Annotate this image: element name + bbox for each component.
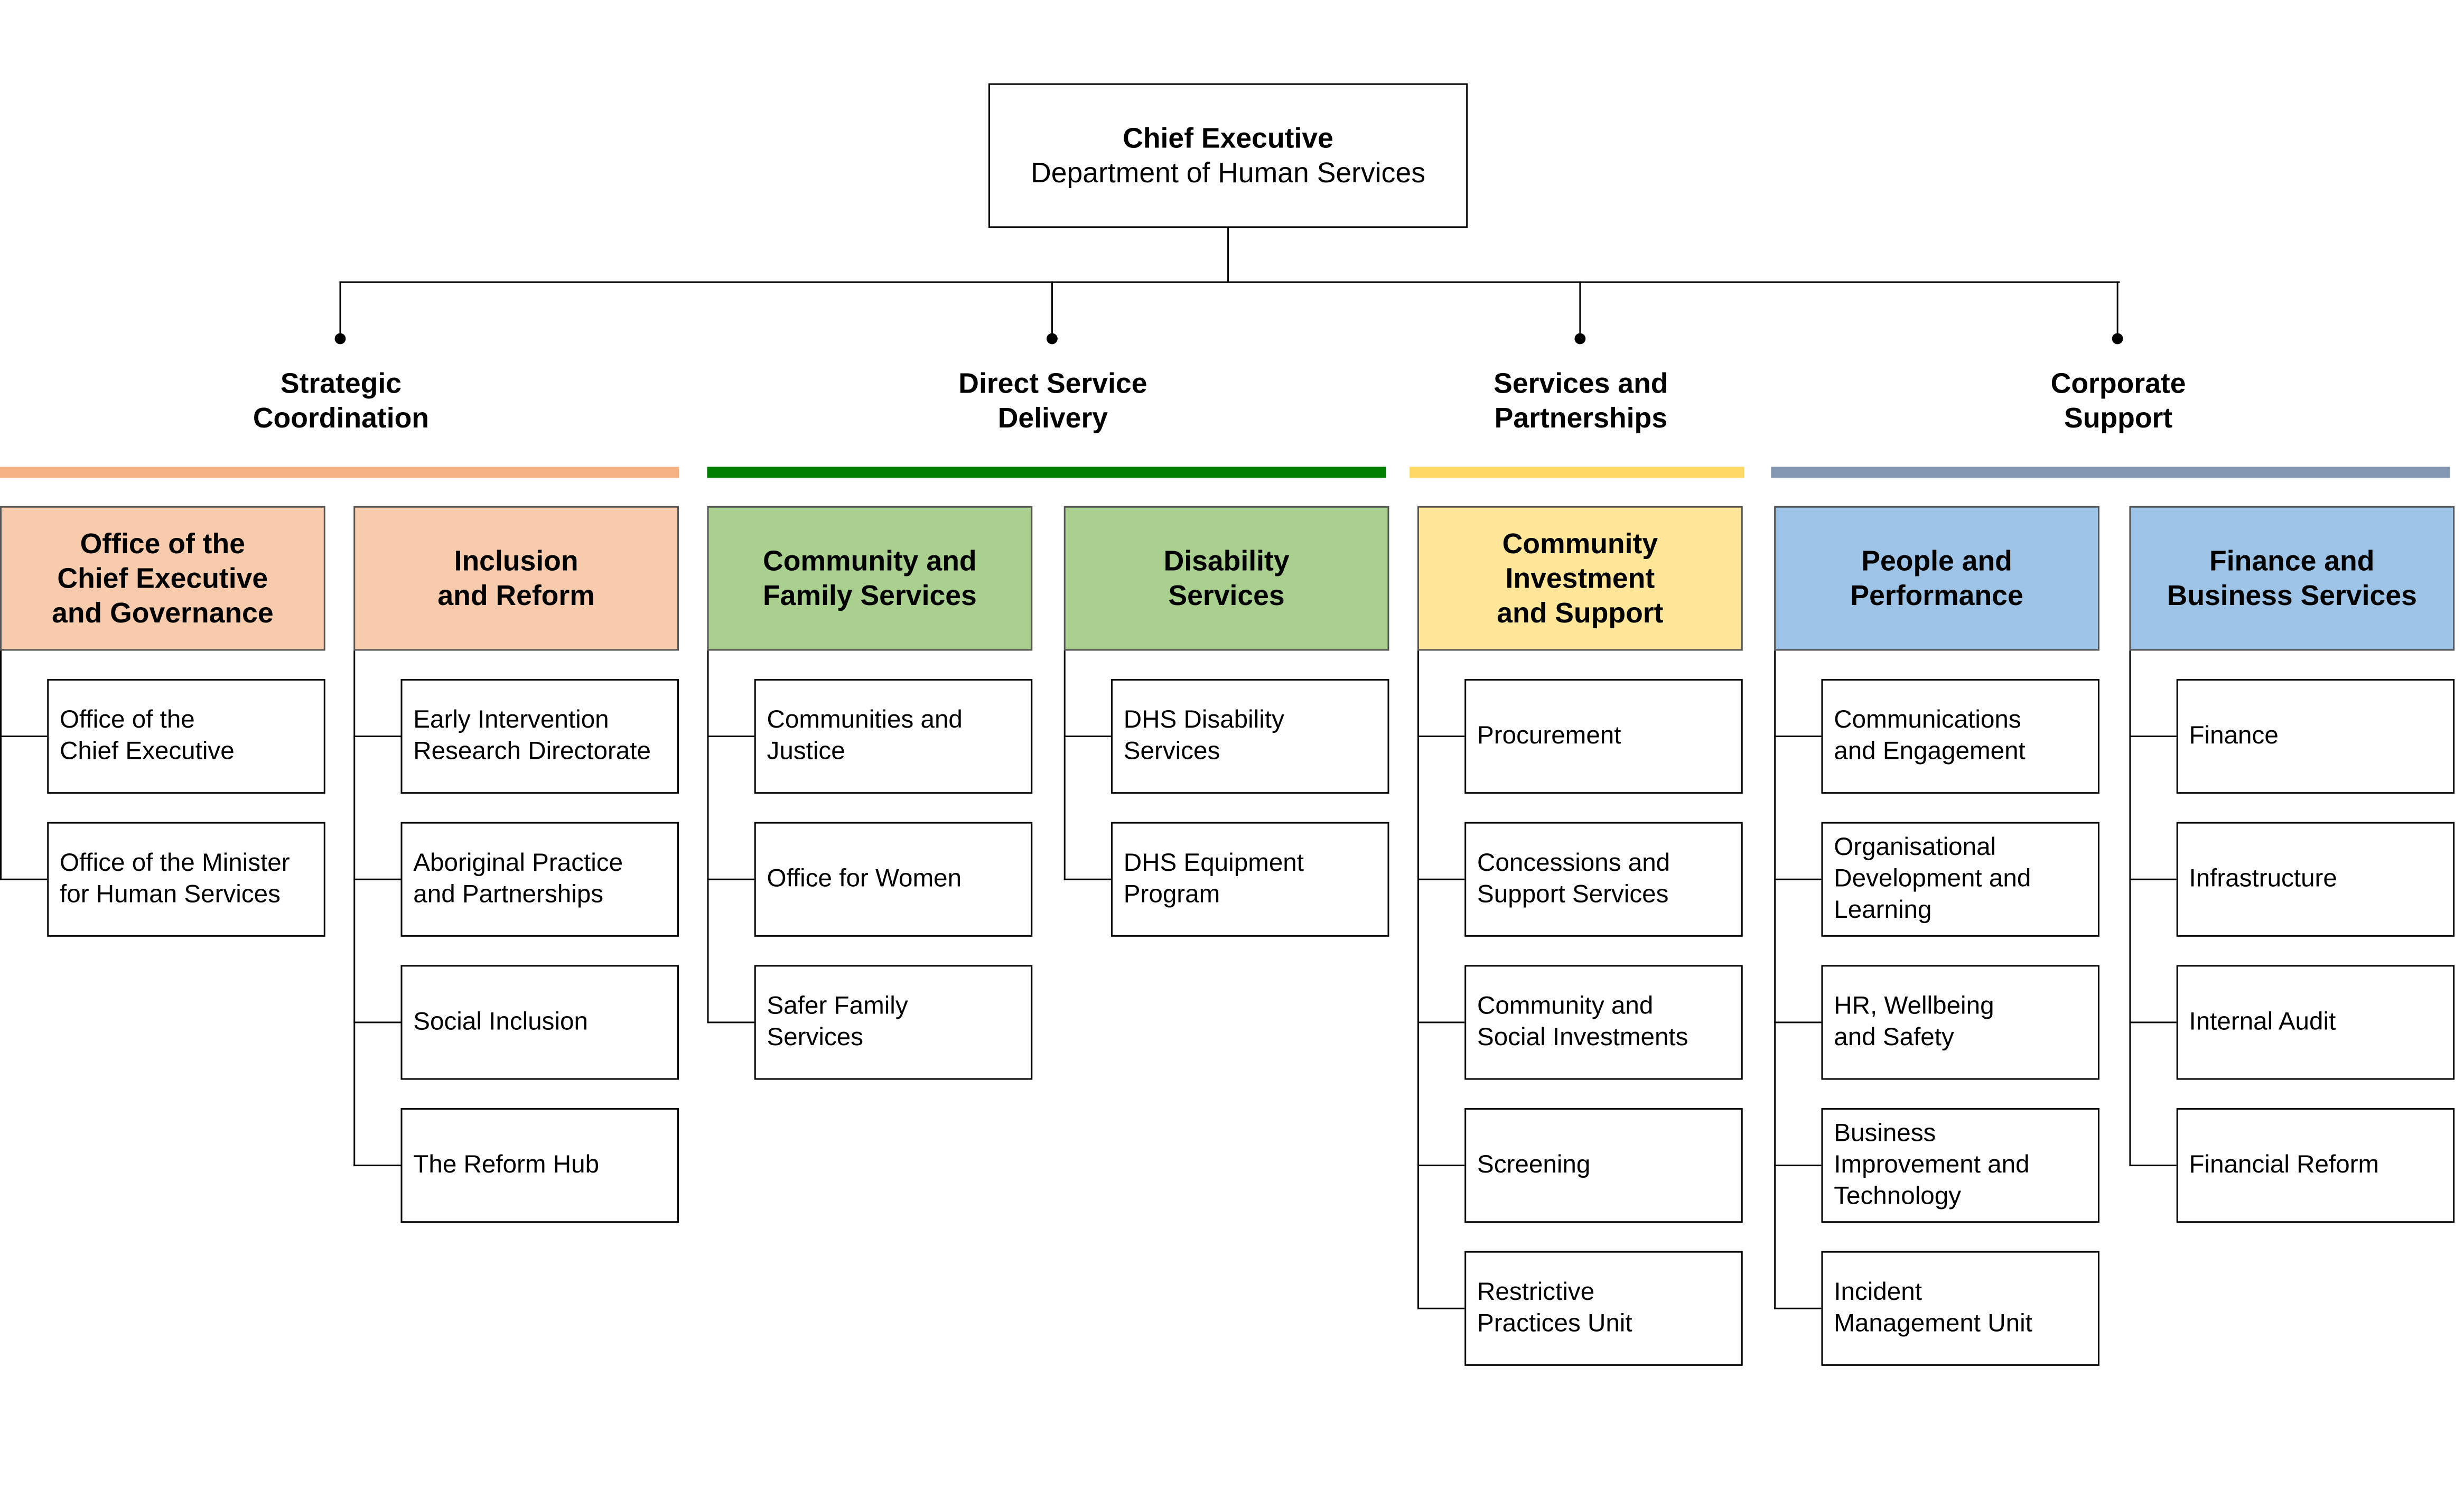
unit-connector (707, 736, 754, 738)
unit-box-aboriginal-practice-and-partnerships: Aboriginal Practice and Partnerships (400, 822, 679, 937)
unit-connector (1417, 1307, 1465, 1309)
unit-box-procurement: Procurement (1464, 678, 1743, 794)
group-bar-corporate (1771, 467, 2450, 478)
unit-box-financial-reform: Financial Reform (2176, 1108, 2455, 1223)
unit-connector (2129, 736, 2177, 738)
division-connector-vertical (1063, 650, 1066, 880)
unit-box-office-for-women: Office for Women (754, 822, 1033, 937)
unit-box-office-of-the-minister-for-human-services: Office of the Minister for Human Service… (47, 822, 325, 937)
division-connector-vertical (0, 650, 2, 880)
unit-connector (1417, 1165, 1465, 1167)
division-connector-vertical (1774, 650, 1776, 1309)
unit-box-organisational-development-and-learning: Organisational Development and Learning (1821, 822, 2099, 937)
unit-box-internal-audit: Internal Audit (2176, 965, 2455, 1080)
group-drop-corporate (2116, 281, 2118, 337)
unit-box-the-reform-hub: The Reform Hub (400, 1108, 679, 1223)
unit-connector (1774, 736, 1822, 738)
unit-connector (707, 1021, 754, 1024)
unit-connector (0, 878, 48, 880)
group-dot-strategic (334, 333, 346, 345)
group-connector-line (339, 281, 2120, 283)
division-box-community-investment-and-support: Community Investment and Support (1417, 506, 1743, 651)
group-title-services-and-partnerships: Services and Partnerships (1494, 368, 1668, 434)
division-box-disability-services: Disability Services (1063, 506, 1389, 651)
ceo-down-line (1227, 228, 1229, 282)
unit-box-office-of-the-chief-executive: Office of the Chief Executive (47, 678, 325, 794)
unit-connector (1417, 1021, 1465, 1024)
division-connector-vertical (353, 650, 356, 1166)
unit-connector (707, 878, 754, 880)
group-bar-services (1410, 467, 1744, 478)
unit-connector (1063, 736, 1111, 738)
division-box-finance-and-business-services: Finance and Business Services (2129, 506, 2455, 651)
unit-box-early-intervention-research-directorate: Early Intervention Research Directorate (400, 678, 679, 794)
unit-box-community-and-social-investments: Community and Social Investments (1464, 965, 1743, 1080)
group-title-corporate-support: Corporate Support (2050, 368, 2186, 434)
unit-connector (0, 736, 48, 738)
division-box-office-of-the-chief-executive-and-governance: Office of the Chief Executive and Govern… (0, 506, 325, 651)
division-box-inclusion-and-reform: Inclusion and Reform (353, 506, 679, 651)
unit-box-safer-family-services: Safer Family Services (754, 965, 1033, 1080)
unit-connector (353, 878, 401, 880)
group-drop-services (1579, 281, 1581, 337)
group-drop-direct (1051, 281, 1053, 337)
group-dot-services (1574, 333, 1586, 345)
chief-executive-subtitle: Department of Human Services (1031, 157, 1426, 189)
unit-box-dhs-disability-services: DHS Disability Services (1110, 678, 1389, 794)
unit-box-concessions-and-support-services: Concessions and Support Services (1464, 822, 1743, 937)
unit-connector (1774, 1307, 1822, 1309)
chief-executive-title: Chief Executive (1123, 123, 1333, 154)
group-title-strategic-coordination: Strategic Coordination (253, 368, 429, 434)
unit-connector (1063, 878, 1111, 880)
unit-connector (1774, 878, 1822, 880)
division-connector-vertical (1417, 650, 1419, 1309)
unit-connector (1774, 1021, 1822, 1024)
unit-box-finance: Finance (2176, 678, 2455, 794)
group-drop-strategic (339, 281, 341, 337)
unit-connector (1417, 736, 1465, 738)
unit-box-restrictive-practices-unit: Restrictive Practices Unit (1464, 1251, 1743, 1366)
group-dot-corporate (2112, 333, 2123, 345)
unit-box-social-inclusion: Social Inclusion (400, 965, 679, 1080)
division-box-people-and-performance: People and Performance (1774, 506, 2099, 651)
unit-connector (2129, 878, 2177, 880)
unit-box-incident-management-unit: Incident Management Unit (1821, 1251, 2099, 1366)
chief-executive-box: Chief Executive Department of Human Serv… (988, 83, 1468, 228)
unit-connector (2129, 1165, 2177, 1167)
unit-box-communications-and-engagement: Communications and Engagement (1821, 678, 2099, 794)
group-bar-direct (707, 467, 1386, 478)
unit-connector (1417, 878, 1465, 880)
unit-box-dhs-equipment-program: DHS Equipment Program (1110, 822, 1389, 937)
unit-connector (353, 736, 401, 738)
unit-connector (353, 1021, 401, 1024)
unit-box-business-improvement-and-technology: Business Improvement and Technology (1821, 1108, 2099, 1223)
division-box-community-and-family-services: Community and Family Services (707, 506, 1033, 651)
unit-box-infrastructure: Infrastructure (2176, 822, 2455, 937)
division-connector-vertical (707, 650, 709, 1022)
unit-connector (353, 1165, 401, 1167)
group-bar-strategic (0, 467, 679, 478)
unit-connector (1774, 1165, 1822, 1167)
group-dot-direct (1047, 333, 1058, 345)
unit-box-screening: Screening (1464, 1108, 1743, 1223)
division-connector-vertical (2129, 650, 2131, 1166)
unit-box-hr-wellbeing-and-safety: HR, Wellbeing and Safety (1821, 965, 2099, 1080)
unit-box-communities-and-justice: Communities and Justice (754, 678, 1033, 794)
group-title-direct-service-delivery: Direct Service Delivery (958, 368, 1147, 434)
unit-connector (2129, 1021, 2177, 1024)
